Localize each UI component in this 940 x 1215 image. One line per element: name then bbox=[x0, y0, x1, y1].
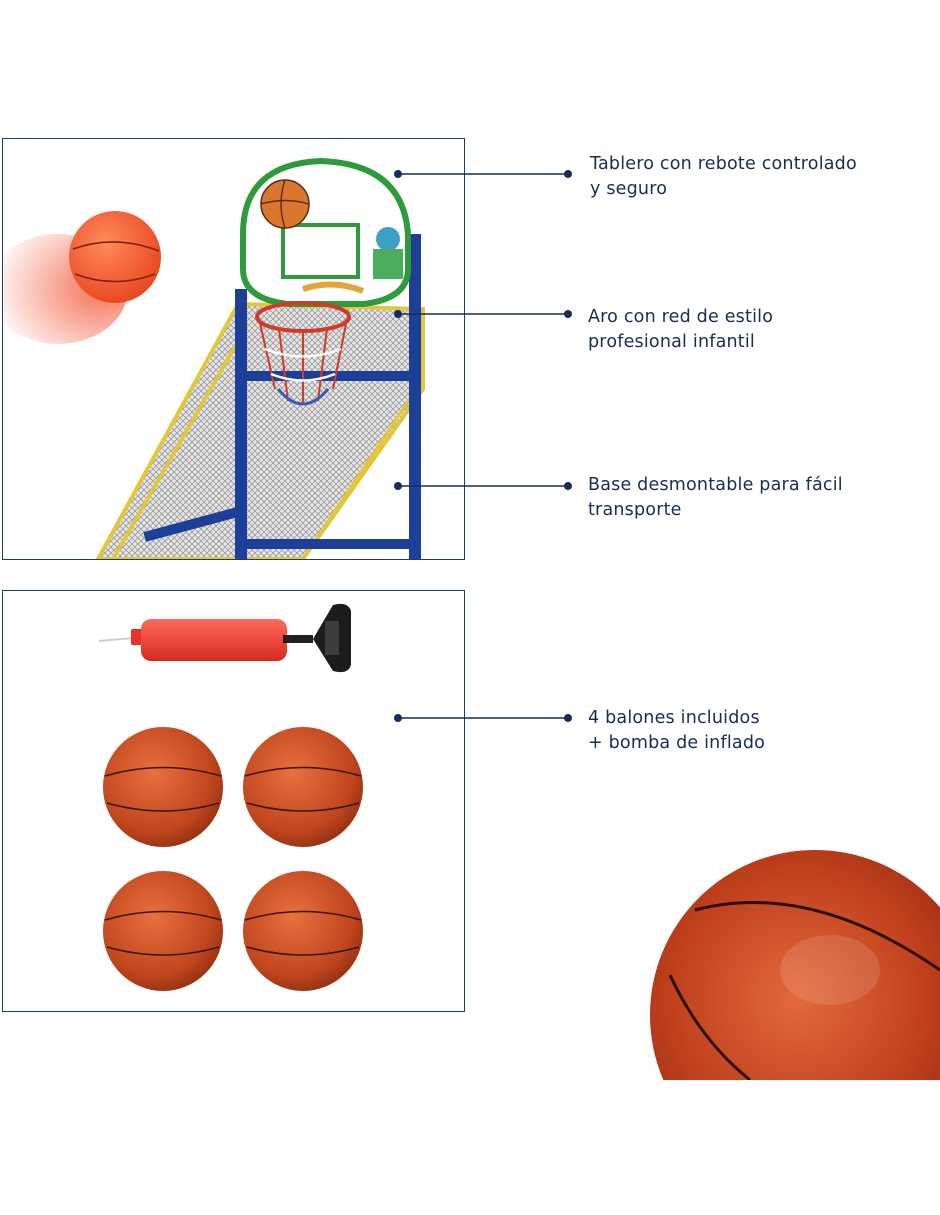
callout-backboard-line1: Tablero con rebote controlado bbox=[590, 154, 857, 174]
product-image-frame-stand bbox=[2, 138, 465, 560]
callout-balls-line1: 4 balones incluidos bbox=[588, 708, 760, 728]
frame-pole-right bbox=[409, 234, 421, 559]
callout-balls-line2: + bomba de inflado bbox=[588, 733, 766, 753]
product-image-frame-accessories bbox=[2, 590, 465, 1012]
callout-hoop-line2: profesional infantil bbox=[588, 332, 755, 352]
ball-icon bbox=[243, 871, 363, 991]
basketball-closeup-icon bbox=[650, 850, 940, 1080]
ramp-net bbox=[95, 301, 425, 559]
air-pump-icon bbox=[98, 603, 351, 673]
hoop-net bbox=[258, 318, 348, 404]
closeup-ball-image bbox=[640, 840, 940, 1080]
frame-pole-left bbox=[235, 289, 247, 559]
callout-base-line1: Base desmontable para fácil bbox=[588, 475, 843, 495]
callout-base-line2: transporte bbox=[588, 500, 682, 520]
ball-icon bbox=[103, 727, 223, 847]
callout-hoop: Aro con red de estilo profesional infant… bbox=[588, 305, 773, 355]
callout-base: Base desmontable para fácil transporte bbox=[588, 473, 843, 523]
ball-icon bbox=[243, 727, 363, 847]
callout-backboard: Tablero con rebote controlado y seguro bbox=[590, 152, 857, 202]
backboard-target-square bbox=[281, 223, 360, 279]
callout-hoop-line1: Aro con red de estilo bbox=[588, 307, 774, 327]
accessories-illustration bbox=[98, 603, 363, 991]
basketball-stand-illustration bbox=[3, 157, 425, 559]
flying-ball-icon bbox=[69, 211, 161, 303]
backboard-ball-graphic bbox=[260, 179, 310, 229]
ball-icon bbox=[103, 871, 223, 991]
callout-balls: 4 balones incluidos + bomba de inflado bbox=[588, 706, 765, 756]
callout-backboard-line2: y seguro bbox=[590, 179, 668, 199]
